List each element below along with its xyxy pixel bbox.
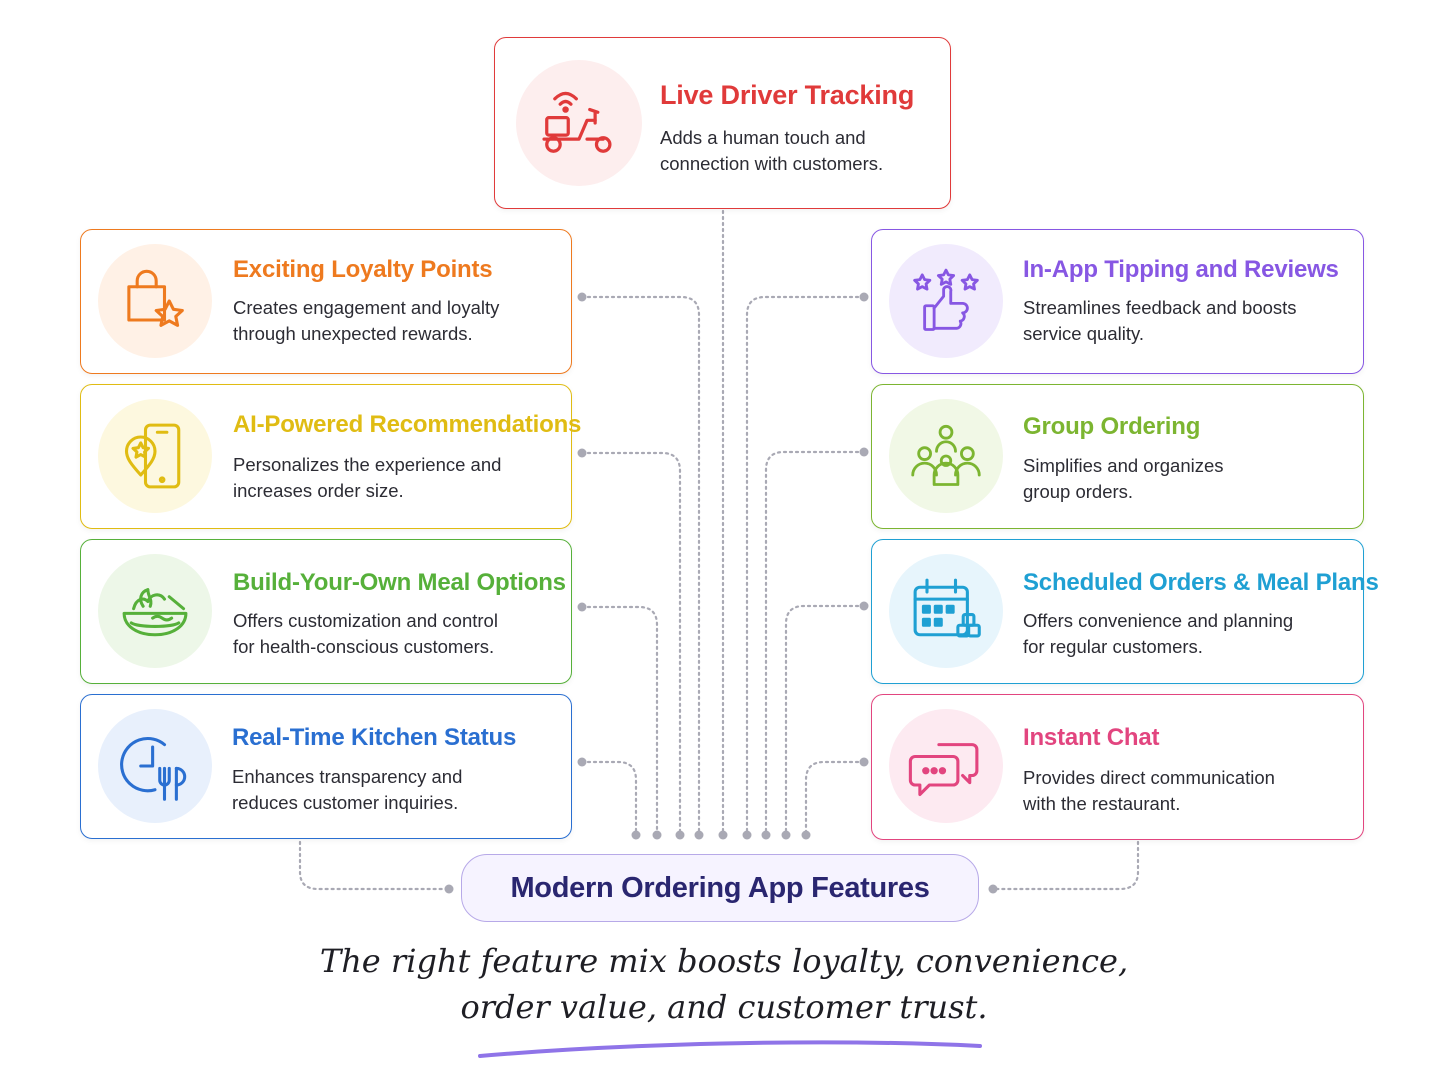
feature-card-build-your-own-meal: Build-Your-Own Meal Options Offers custo… [80,539,572,684]
feature-card-instant-chat: Instant Chat Provides direct communicati… [871,694,1364,840]
feature-title: Build-Your-Own Meal Options [233,569,566,596]
description-line: Enhances transparency and [232,766,463,787]
feature-description: Offers convenience and planning for regu… [1023,608,1293,660]
description-line: Creates engagement and loyalty [233,297,500,318]
feature-description: Personalizes the experience and increase… [233,452,501,504]
connector-dot [988,884,998,894]
description-line: Simplifies and organizes [1023,455,1224,476]
description-line: Personalizes the experience and [233,454,502,475]
feature-card-live-driver-tracking: Live Driver Tracking Adds a human touch … [494,37,951,209]
connector-line [580,605,659,837]
feature-card-tipping-reviews: In-App Tipping and Reviews Streamlines f… [871,229,1364,374]
description-line: Streamlines feedback and boosts [1023,297,1297,318]
feature-description: Streamlines feedback and boosts service … [1023,295,1297,347]
feature-description: Creates engagement and loyalty through u… [233,295,499,347]
feature-title: Real-Time Kitchen Status [232,724,517,751]
description-line: reduces customer inquiries. [232,792,459,813]
connector-dot [859,447,869,457]
connector-dot [801,830,811,840]
description-line: for health-conscious customers. [233,636,495,657]
connector-dot [761,830,771,840]
feature-description: Offers customization and control for hea… [233,608,498,660]
feature-card-scheduled-orders: Scheduled Orders & Meal Plans Offers con… [871,539,1379,684]
connector-line [745,295,866,837]
thumbs-up-stars-icon [889,244,1003,358]
feature-description: Enhances transparency and reduces custom… [232,764,462,816]
description-line: through unexpected rewards. [233,323,473,344]
description-line: for regular customers. [1023,636,1203,657]
description-line: with the restaurant. [1023,793,1181,814]
feature-title: In-App Tipping and Reviews [1023,256,1339,283]
connector-dot [577,448,587,458]
connector-line [804,760,866,837]
description-line: Offers convenience and planning [1023,610,1294,631]
connector-dot [742,830,752,840]
feature-title: Group Ordering [1023,413,1201,440]
connector-line [580,760,638,837]
feature-title: Live Driver Tracking [660,80,915,110]
description-line: Offers customization and control [233,610,498,631]
hub-title: Modern Ordering App Features [510,871,930,904]
connector-dot [859,757,869,767]
connector-dot [718,830,728,840]
phone-location-star-icon [98,399,212,513]
connector-dot [631,830,641,840]
connector-line [784,604,866,837]
tagline-line: The right feature mix boosts loyalty, co… [319,942,1129,980]
feature-card-group-ordering: Group Ordering Simplifies and organizes … [871,384,1364,529]
connector-line [764,450,866,837]
description-line: Adds a human touch and [660,127,866,148]
shopping-bag-star-icon [98,244,212,358]
feature-title: Scheduled Orders & Meal Plans [1023,569,1379,596]
feature-card-loyalty-points: Exciting Loyalty Points Creates engageme… [80,229,572,374]
connector-dot [781,830,791,840]
feature-title: Instant Chat [1023,724,1160,751]
connector-line [580,451,682,837]
hub-node: Modern Ordering App Features [461,854,979,922]
connector-dot [577,602,587,612]
feature-description: Provides direct communication with the r… [1023,765,1275,817]
calendar-icon [889,554,1003,668]
connector-dot [859,292,869,302]
salad-bowl-icon [98,554,212,668]
clock-fork-icon [98,709,212,823]
connector-line [580,295,701,837]
feature-description: Simplifies and organizes group orders. [1023,453,1224,505]
description-line: connection with customers. [660,153,884,174]
connector-dot [577,757,587,767]
tagline: The right feature mix boosts loyalty, co… [300,938,1148,1030]
connector-dot [694,830,704,840]
description-line: Provides direct communication [1023,767,1275,788]
connector-line [991,840,1140,891]
feature-title: AI-Powered Recommendations [233,411,582,438]
tagline-underline [478,1040,982,1058]
people-group-icon [889,399,1003,513]
feature-card-kitchen-status: Real-Time Kitchen Status Enhances transp… [80,694,572,839]
connector-dot [444,884,454,894]
chat-bubbles-icon [889,709,1003,823]
feature-card-ai-recommendations: AI-Powered Recommendations Personalizes … [80,384,581,529]
connector-dot [675,830,685,840]
delivery-scooter-icon [516,60,642,186]
connector-dot [577,292,587,302]
description-line: service quality. [1023,323,1144,344]
description-line: group orders. [1023,481,1134,502]
connector-dot [859,601,869,611]
feature-title: Exciting Loyalty Points [233,256,493,283]
tagline-line: order value, and customer trust. [460,988,988,1026]
connector-line [298,840,451,891]
connector-dot [652,830,662,840]
description-line: increases order size. [233,480,404,501]
feature-description: Adds a human touch and connection with c… [660,125,883,177]
